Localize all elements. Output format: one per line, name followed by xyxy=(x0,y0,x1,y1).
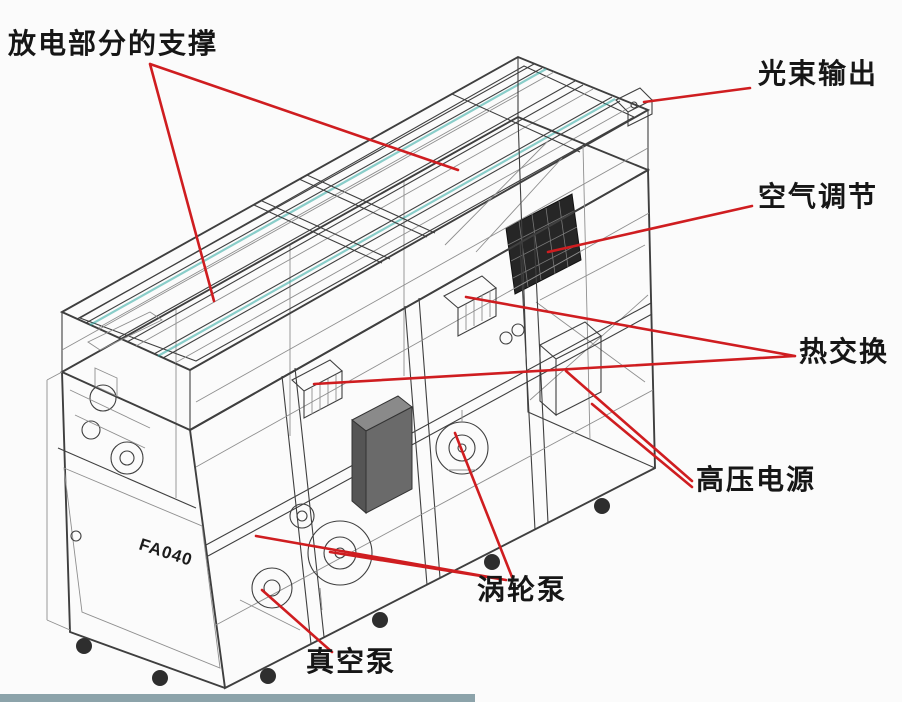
label-heat-exchanger: 热交换 xyxy=(799,337,890,368)
leader-discharge-support xyxy=(148,62,460,303)
leader-beam-output xyxy=(642,86,752,104)
leader-lines xyxy=(148,62,797,654)
leader-air-conditioner xyxy=(546,204,754,254)
leader-heat-exchanger xyxy=(312,295,797,386)
label-beam-output: 光束输出 xyxy=(758,59,879,90)
label-vacuum-pump: 真空泵 xyxy=(306,647,397,678)
top-frame xyxy=(59,55,651,432)
model-text: FA040 xyxy=(137,535,195,570)
panel-logo-dot xyxy=(70,530,82,542)
floor-strip xyxy=(0,694,475,702)
leader-hv-power-supply xyxy=(564,369,694,489)
leader-turbo-pump xyxy=(254,431,514,582)
left-end-panel: FA040 xyxy=(57,311,221,669)
hv-power-units xyxy=(351,244,646,515)
cabinet xyxy=(46,116,656,690)
label-turbo-pump: 涡轮泵 xyxy=(477,575,568,606)
leader-vacuum-pump xyxy=(260,588,334,654)
label-hv-power-supply: 高压电源 xyxy=(696,465,817,496)
beam-output-port xyxy=(615,87,653,127)
label-discharge-support: 放电部分的支撑 xyxy=(8,29,219,60)
pumps xyxy=(239,410,489,631)
heat-exchanger-units xyxy=(291,275,497,419)
casters xyxy=(76,498,610,686)
label-air-conditioner: 空气调节 xyxy=(758,182,879,213)
